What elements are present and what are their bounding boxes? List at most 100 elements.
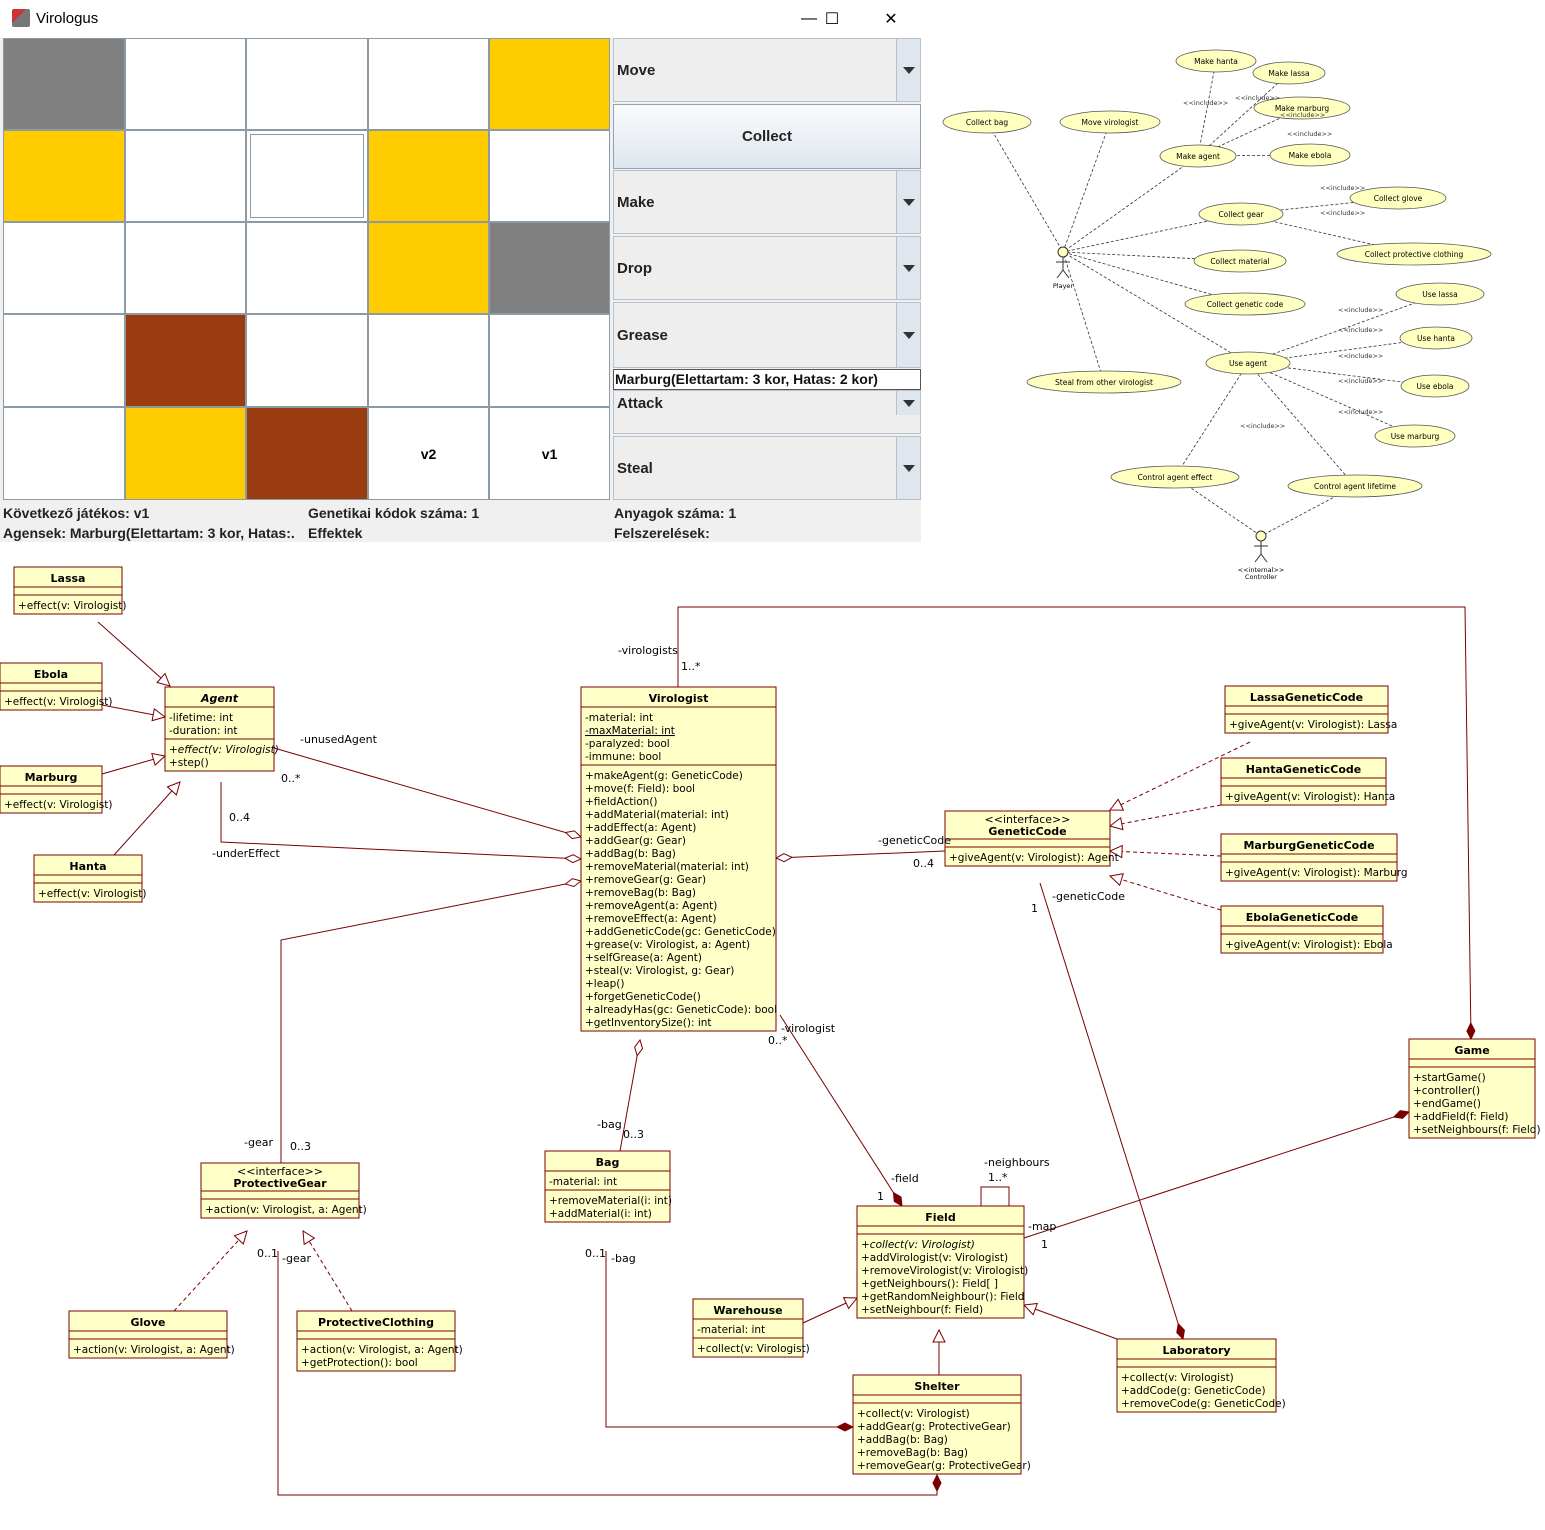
class-operation: +giveAgent(v: Virologist): Ebola [1225,939,1393,951]
chevron-down-icon[interactable] [896,39,920,101]
board-cell[interactable] [125,407,246,500]
steal-combo[interactable]: Steal [613,436,921,500]
class-operation: +selfGrease(a: Agent) [585,952,702,964]
use-case-label: Make marburg [1275,104,1330,113]
title-bar: Virologus — ☐ ✕ [0,0,921,38]
board-cell[interactable] [246,222,368,314]
board-cell[interactable] [125,38,246,130]
board-cell[interactable] [3,314,125,407]
board-cell[interactable] [246,314,368,407]
close-button[interactable]: ✕ [884,11,898,28]
collect-button[interactable]: Collect [613,104,921,169]
board-cell[interactable] [3,38,125,130]
board-cell[interactable] [489,130,610,222]
use-case: Steal from other virologist [1026,370,1182,394]
association-label: -underEffect [212,847,281,860]
class-operation: +addBag(b: Bag) [585,848,676,860]
board-cell[interactable] [125,222,246,314]
chevron-down-icon[interactable] [896,171,920,233]
use-case-link [1247,362,1416,437]
class-attribute: -paralyzed: bool [585,738,670,750]
class-operation: +addGear(g: Gear) [585,835,686,847]
board-cell[interactable] [368,130,489,222]
uml-association [980,1186,1010,1206]
use-case-label: Collect material [1210,257,1269,266]
class-operation: +removeAgent(a: Agent) [585,900,717,912]
class-name: Hanta [69,860,106,873]
board-cell[interactable] [489,314,610,407]
chevron-down-icon[interactable] [896,303,920,367]
board-cell[interactable] [489,222,610,314]
next-player-label: Következő játékos: v1 [3,505,150,521]
class-operation: +action(v: Virologist, a: Agent) [301,1344,463,1356]
use-case-link [1247,293,1441,364]
class-name: Laboratory [1162,1344,1230,1357]
uml-class: Field+collect(v: Virologist)+addVirologi… [856,1205,1028,1319]
make-combo[interactable]: Make [613,170,921,234]
class-name: LassaGeneticCode [1250,691,1363,704]
drop-combo[interactable]: Drop [613,236,921,300]
use-case: Collect glove [1349,186,1447,210]
association-label: -map [1028,1220,1056,1233]
use-case: Use ebola [1400,374,1470,398]
class-operation: +addMaterial(i: int) [549,1208,652,1220]
include-label: <<include>> [1240,422,1285,430]
board-cell[interactable] [246,38,368,130]
board-cell[interactable] [3,407,125,500]
uml-class: Warehouse-material: int+collect(v: Virol… [692,1298,810,1358]
use-case-label: Collect genetic code [1207,300,1284,309]
class-attribute: -material: int [697,1324,765,1336]
use-case: Collect bag [942,110,1032,134]
maximize-button[interactable]: ☐ [824,11,840,28]
association-label: -gear [244,1136,273,1149]
chevron-down-icon[interactable] [896,437,920,499]
class-operation: +giveAgent(v: Virologist): Marburg [1225,867,1408,879]
association-label: -gear [282,1252,311,1265]
grease-combo[interactable]: Grease [613,302,921,368]
board-cell[interactable]: v1 [489,407,610,500]
uml-association [277,1251,937,1496]
board-cell[interactable] [368,314,489,407]
class-operation: +startGame() [1413,1072,1486,1084]
use-case-link [1062,251,1105,383]
agent-select[interactable]: Marburg(Elettartam: 3 kor, Hatas: 2 kor) [613,369,921,390]
board-cell[interactable]: v2 [368,407,489,500]
board-cell[interactable] [246,130,368,222]
board-cell[interactable] [3,130,125,222]
class-operation: +getProtection(): bool [301,1357,418,1369]
board-cell[interactable] [125,314,246,407]
board-cell[interactable] [368,38,489,130]
minimize-button[interactable]: — [801,10,817,27]
use-case: Make marburg [1253,96,1351,120]
actor-label: <<internal>> [1238,566,1285,574]
class-operation: +removeMaterial(material: int) [585,861,749,873]
attack-combo[interactable]: Attack [613,390,921,434]
use-case-link [1062,155,1199,253]
association-label: -field [891,1172,919,1185]
class-operation: +alreadyHas(gc: GeneticCode): bool [585,1004,777,1016]
move-combo[interactable]: Move [613,38,921,102]
class-operation: +controller() [1413,1085,1480,1097]
board-cell[interactable] [246,407,368,500]
equipment-label: Felszerelések: [614,525,710,541]
class-operation: +removeBag(b: Bag) [857,1447,968,1459]
class-operation: +addCode(g: GeneticCode) [1121,1385,1266,1397]
chevron-down-icon[interactable] [896,237,920,299]
steal-label: Steal [617,460,653,477]
uml-class: Bag-material: int+removeMaterial(i: int)… [544,1150,672,1223]
board-cell[interactable] [489,38,610,130]
class-operation: +addGear(g: ProtectiveGear) [857,1421,1011,1433]
class-operation: +action(v: Virologist, a: Agent) [73,1344,235,1356]
board-cell[interactable] [368,222,489,314]
board-cell[interactable] [125,130,246,222]
class-operation: +giveAgent(v: Virologist): Lassa [1229,719,1397,731]
chevron-down-icon[interactable] [896,391,920,415]
use-case-link [1062,251,1241,262]
board-cell[interactable] [3,222,125,314]
class-operation: +addEffect(a: Agent) [585,822,696,834]
use-case-label: Use hanta [1417,334,1455,343]
class-name: EbolaGeneticCode [1246,911,1358,924]
uml-class: Virologist-material: int-maxMaterial: in… [580,686,777,1032]
grease-label: Grease [617,327,668,344]
include-label: <<include>> [1235,94,1280,102]
